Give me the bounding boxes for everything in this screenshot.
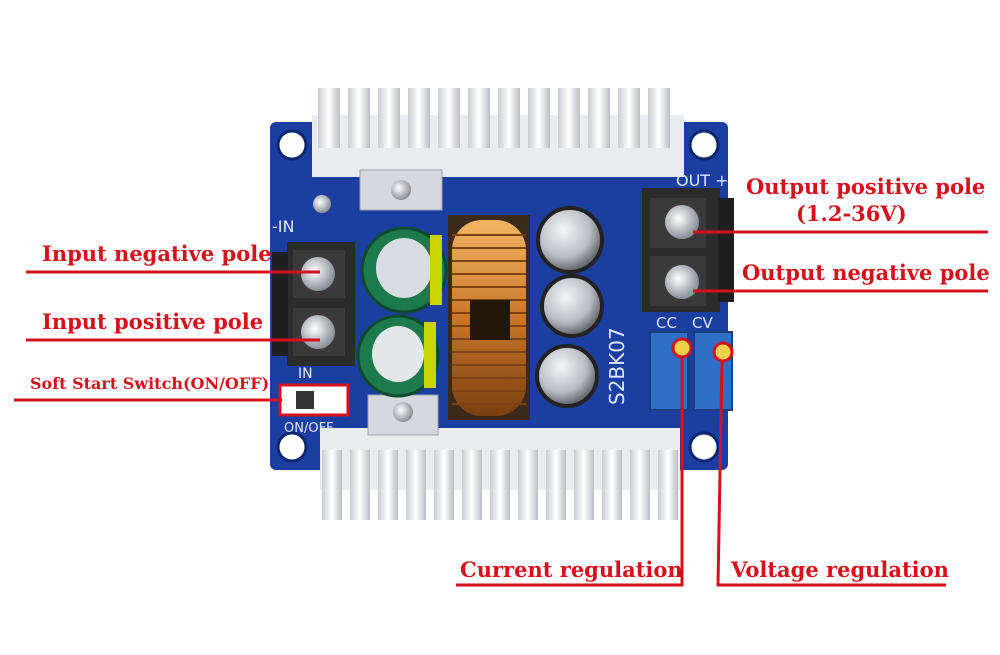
silk-onoff: ON/OFF xyxy=(284,421,334,436)
leader-lines xyxy=(14,230,988,587)
current-pot-screw[interactable] xyxy=(671,337,693,359)
input-negative-label: Input negative pole xyxy=(42,241,272,266)
bottom-heatsink xyxy=(320,394,680,520)
silk-in: IN xyxy=(298,366,313,382)
output-positive-range-label: (1.2-36V) xyxy=(796,201,907,226)
silk-cv: CV xyxy=(692,314,713,332)
input-capacitors xyxy=(356,226,448,398)
input-terminal-block xyxy=(272,242,355,366)
silk-in-negative: -IN xyxy=(272,217,294,236)
voltage-pot-screw[interactable] xyxy=(712,341,734,363)
silk-cc: CC xyxy=(656,314,677,332)
current-regulation-label: Current regulation xyxy=(460,557,683,582)
mount-screw xyxy=(313,195,331,213)
switch-slider[interactable] xyxy=(296,391,314,409)
voltage-regulation-label: Voltage regulation xyxy=(731,557,949,582)
input-positive-label: Input positive pole xyxy=(42,309,264,334)
output-terminal-block xyxy=(642,188,734,312)
toroid-inductor xyxy=(448,215,530,420)
top-heatsink xyxy=(312,88,684,211)
output-capacitors xyxy=(535,206,604,408)
output-positive-label: Output positive pole xyxy=(746,174,986,199)
silk-out: OUT + xyxy=(676,171,729,190)
output-negative-label: Output negative pole xyxy=(742,260,990,285)
soft-start-label: Soft Start Switch(ON/OFF) xyxy=(30,374,270,393)
board-model-text: S2BK07 xyxy=(605,327,629,405)
